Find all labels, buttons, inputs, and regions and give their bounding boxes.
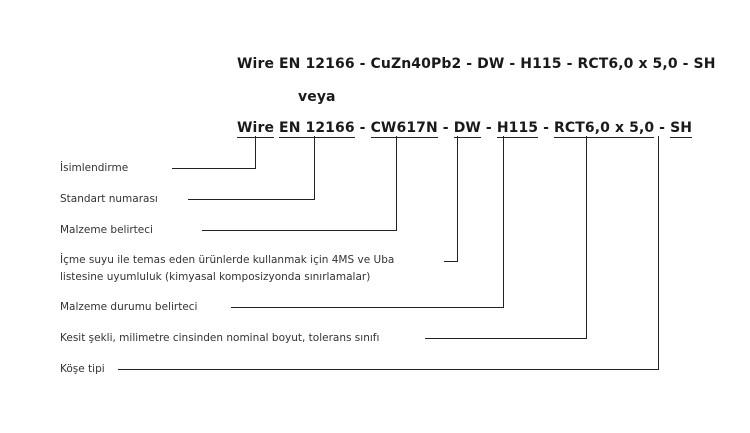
connector-naming [172, 136, 256, 169]
designation-full: Wire EN 12166 - CuZn40Pb2 - DW - H115 - … [237, 56, 716, 72]
designation-part-dw: DW [453, 120, 481, 138]
label-drinking-water-line-2: listesine uyumluluk (kimyasal komposizyo… [60, 271, 371, 283]
separator: - [654, 120, 671, 136]
designation-breakdown: Wire EN 12166 - CW617N - DW - H115 - RCT… [237, 120, 693, 138]
label-material: Malzeme belirteci [60, 224, 153, 236]
separator: - [354, 120, 371, 136]
connector-material [202, 136, 397, 231]
connector-corner [118, 136, 659, 370]
label-naming: İsimlendirme [60, 162, 129, 174]
or-word: veya [298, 89, 336, 105]
label-corner: Köşe tipi [60, 363, 105, 375]
designation-part-material: CW617N [370, 120, 438, 138]
separator: - [480, 120, 497, 136]
connector-drinking-water [444, 136, 458, 262]
label-drinking-water-line-1: İçme suyu ile temas eden ürünlerde kulla… [60, 254, 395, 266]
designation-part-cross-section: RCT6,0 x 5,0 [554, 120, 655, 138]
designation-part-corner: SH [670, 120, 693, 138]
label-condition: Malzeme durumu belirteci [60, 301, 198, 313]
label-standard: Standart numarası [60, 193, 158, 205]
separator: - [538, 120, 555, 136]
label-cross-section: Kesit şekli, milimetre cinsinden nominal… [60, 332, 380, 344]
connector-standard [188, 136, 315, 200]
designation-part-standard: EN 12166 [279, 120, 355, 138]
designation-part-wire: Wire [237, 120, 275, 138]
separator: - [437, 120, 454, 136]
connector-cross-section [425, 136, 587, 339]
designation-part-condition: H115 [496, 120, 539, 138]
connector-condition [231, 136, 504, 308]
